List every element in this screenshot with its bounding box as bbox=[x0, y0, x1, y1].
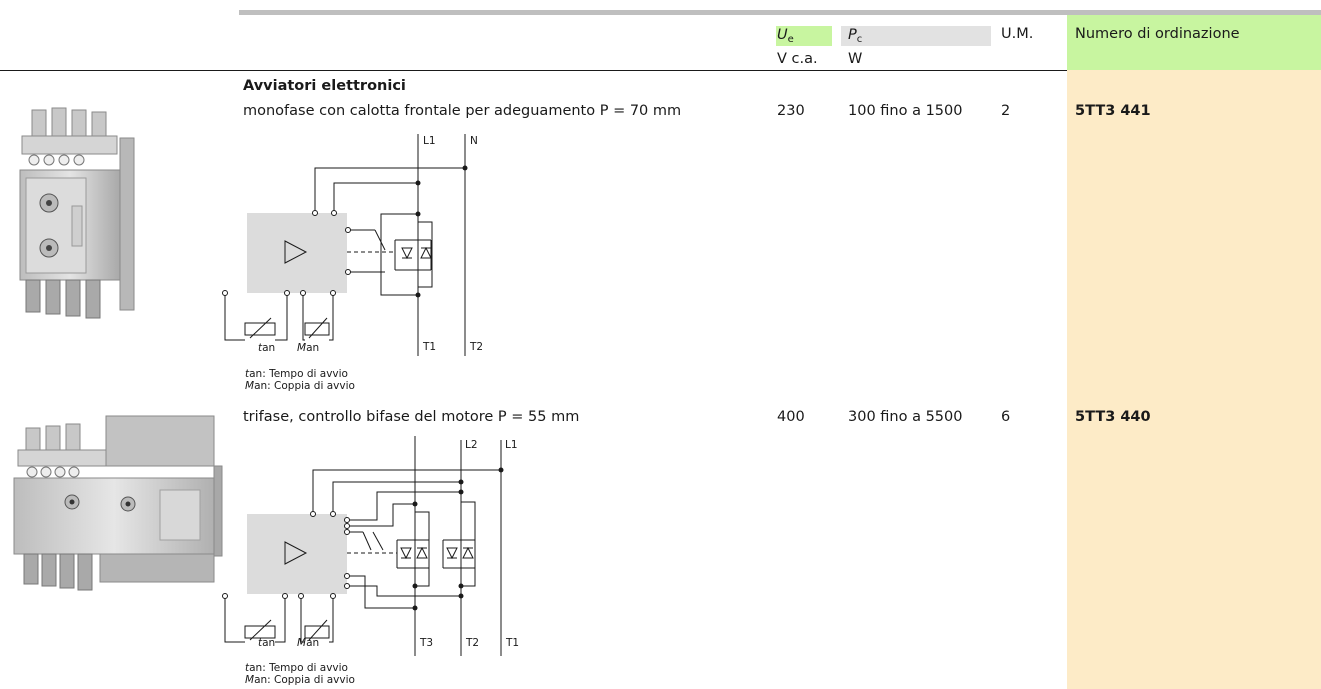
product-pc: 300 fino a 5500 bbox=[848, 409, 963, 425]
product-ue: 230 bbox=[777, 103, 805, 119]
pc-header-cell bbox=[841, 26, 991, 46]
pc-unit: W bbox=[848, 51, 863, 67]
diagram-label-bottom: T2 bbox=[470, 341, 484, 353]
ue-unit: V c.a. bbox=[777, 51, 818, 67]
product-description: monofase con calotta frontale per adegua… bbox=[243, 103, 682, 119]
diagram-label-top: L1 bbox=[505, 439, 518, 451]
product-order-number: 5TT3 440 bbox=[1075, 409, 1151, 425]
diagram-label-bottom: T1 bbox=[423, 341, 437, 353]
order-number-column bbox=[1067, 15, 1321, 689]
pot-label: tan bbox=[258, 342, 276, 354]
product-order-number: 5TT3 441 bbox=[1075, 103, 1151, 119]
diagram-label-top: N bbox=[470, 135, 478, 147]
legend-line: tan: Tempo di avvio bbox=[245, 662, 348, 674]
device-photo-three-phase bbox=[13, 415, 223, 591]
diagram-label-top: L2 bbox=[465, 439, 478, 451]
diagram-label-top: L1 bbox=[423, 135, 436, 147]
diagram-label-bottom: T3 bbox=[420, 637, 434, 649]
pot-label: Man bbox=[297, 342, 320, 354]
um-header: U.M. bbox=[1001, 26, 1034, 42]
product-pc: 100 fino a 1500 bbox=[848, 103, 963, 119]
pot-label: Man bbox=[297, 637, 320, 649]
legend-line: Man: Coppia di avvio bbox=[245, 380, 355, 392]
product-ue: 400 bbox=[777, 409, 805, 425]
product-description: trifase, controllo bifase del motore P =… bbox=[243, 409, 580, 425]
diagram-label-bottom: T2 bbox=[466, 637, 480, 649]
order-number-header-cell bbox=[1067, 15, 1321, 70]
product-um: 6 bbox=[1001, 409, 1011, 425]
circuit-diagram-three-phase bbox=[222, 436, 504, 656]
header-divider bbox=[0, 70, 1067, 71]
circuit-diagram-single-phase bbox=[222, 134, 468, 356]
ue-header: Ue bbox=[777, 27, 794, 45]
table-top-rule bbox=[239, 10, 1321, 15]
product-um: 2 bbox=[1001, 103, 1011, 119]
device-photo-single-phase bbox=[19, 107, 135, 319]
order-number-header: Numero di ordinazione bbox=[1075, 26, 1240, 42]
section-title: Avviatori elettronici bbox=[243, 78, 406, 94]
legend-line: Man: Coppia di avvio bbox=[245, 674, 355, 686]
pot-label: tan bbox=[258, 637, 276, 649]
ue-header-cell bbox=[776, 26, 832, 46]
legend-line: tan: Tempo di avvio bbox=[245, 368, 348, 380]
diagram-label-bottom: T1 bbox=[506, 637, 520, 649]
pc-header: Pc bbox=[848, 27, 863, 45]
